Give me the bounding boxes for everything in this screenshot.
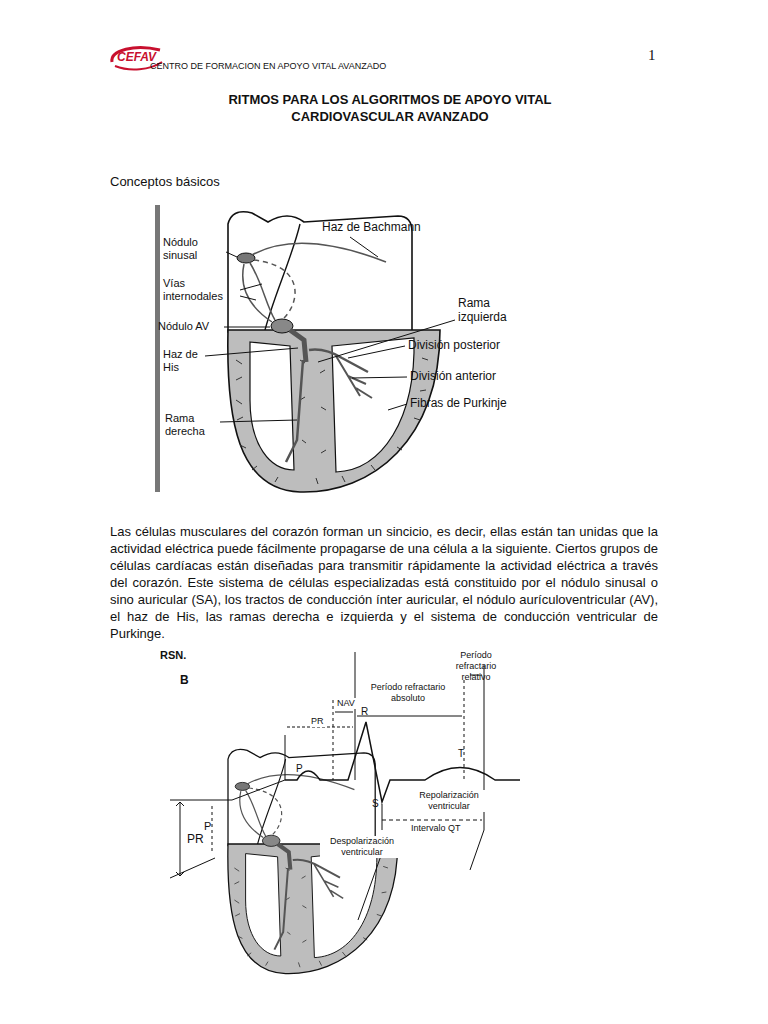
- part-label: Rama izquierda: [458, 296, 518, 325]
- part-label: Vías internodales: [163, 277, 239, 303]
- ecg-label: Repolarización ventricular: [408, 790, 490, 812]
- figure-fragment: RSN.: [160, 649, 186, 662]
- part-label: División posterior: [408, 338, 500, 352]
- figure-letter: B: [180, 673, 189, 687]
- bracket-label: PR: [186, 832, 205, 846]
- wave-label: R: [361, 706, 368, 718]
- body-paragraph: Las células musculares del corazón forma…: [110, 523, 658, 642]
- part-label: División anterior: [410, 369, 496, 383]
- part-label: Nódulo AV: [158, 320, 209, 333]
- ecg-label: Despolarización ventricular: [320, 836, 404, 858]
- ecg-panel: [170, 652, 520, 920]
- ecg-label: PR: [310, 716, 325, 727]
- bracket-label: P: [204, 820, 211, 833]
- ecg-label: Intervalo QT: [410, 823, 462, 834]
- ecg-label: Período refractario relativo: [440, 650, 512, 682]
- part-label: Fibras de Purkinje: [410, 396, 507, 410]
- scan-edge: [155, 205, 160, 492]
- part-label: Haz de Bachmann: [322, 220, 421, 234]
- page-number: 1: [648, 46, 656, 64]
- wave-label: S: [372, 798, 379, 810]
- ecg-label: NAV: [336, 698, 356, 709]
- section-heading: Conceptos básicos: [110, 174, 220, 190]
- ecg-label: Período refractario absoluto: [370, 682, 446, 704]
- part-label: Rama derecha: [165, 412, 217, 438]
- wave-label: P: [296, 763, 303, 775]
- leader-lines: [205, 237, 455, 422]
- part-label: Nódulo sinusal: [163, 236, 225, 262]
- header-text: CENTRO DE FORMACION EN APOYO VITAL AVANZ…: [150, 61, 386, 72]
- part-label: Haz de His: [163, 348, 205, 374]
- page-title: RITMOS PARA LOS ALGORITMOS DE APOYO VITA…: [170, 91, 610, 125]
- wave-label: T: [458, 748, 464, 760]
